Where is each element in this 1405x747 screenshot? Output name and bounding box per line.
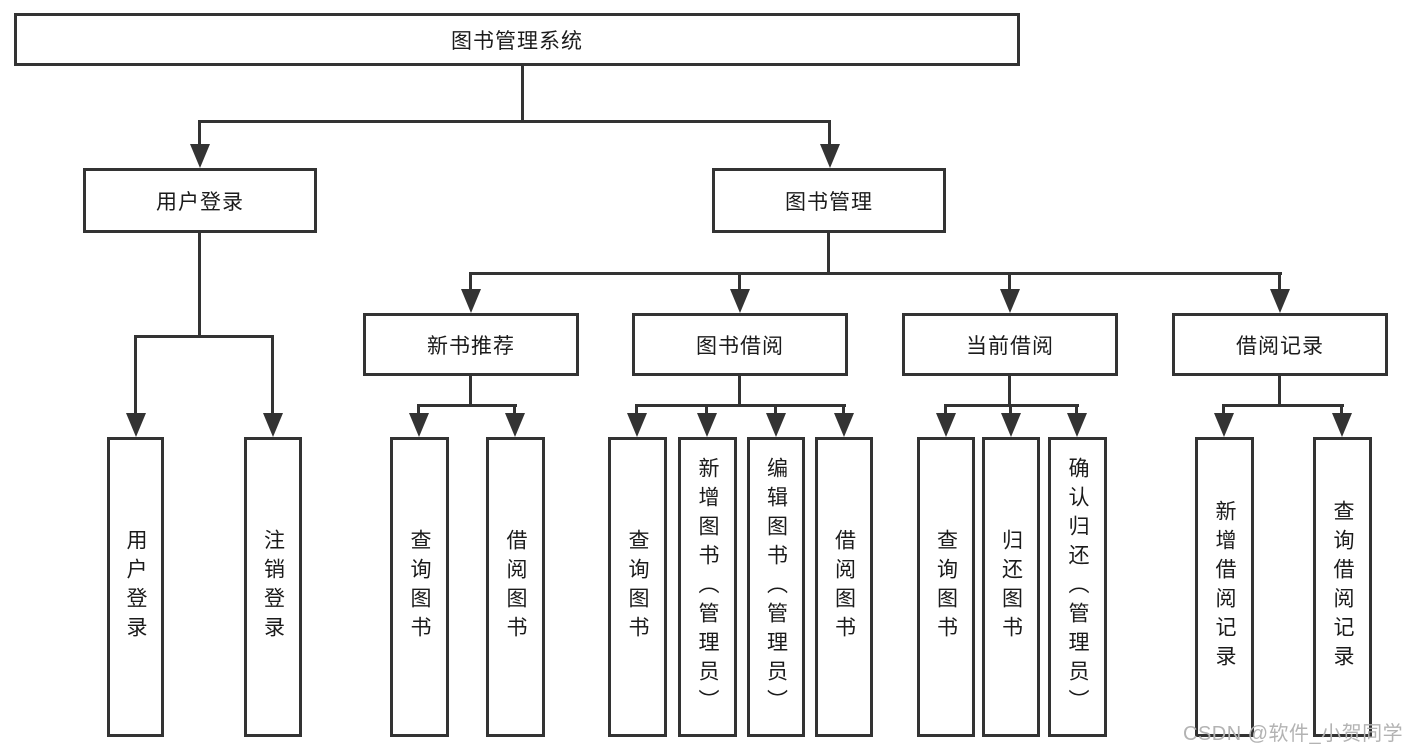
connector-line [774, 404, 777, 418]
node-new-book-recommend: 新书推荐 [363, 313, 579, 376]
leaf-label: 归还图书 [999, 529, 1023, 645]
arrow-down-icon [1001, 413, 1021, 437]
arrow-down-icon [409, 413, 429, 437]
node-label: 图书管理 [785, 190, 873, 214]
leaf-label: 查询图书 [408, 529, 431, 645]
arrow-down-icon [1270, 289, 1290, 313]
leaf-query-books-current: 查询图书 [917, 437, 975, 737]
leaf-borrow-books: 借阅图书 [815, 437, 873, 737]
arrow-down-icon [505, 413, 525, 437]
connector-line [1222, 404, 1344, 407]
arrow-down-icon [766, 413, 786, 437]
arrow-down-icon [820, 144, 840, 168]
leaf-add-borrow-record: 新增借阅记录 [1195, 437, 1254, 737]
node-root-library-system: 图书管理系统 [14, 13, 1020, 66]
connector-line [134, 335, 274, 338]
leaf-confirm-return-admin: 确认归还（管理员） [1048, 437, 1107, 737]
arrow-down-icon [1067, 413, 1087, 437]
arrow-down-icon [834, 413, 854, 437]
connector-line [1008, 376, 1011, 406]
connector-line [469, 272, 1282, 275]
leaf-label: 借阅图书 [504, 529, 527, 645]
leaf-label: 确认归还（管理员） [1066, 456, 1089, 718]
connector-line [738, 376, 741, 406]
leaf-label: 借阅图书 [832, 529, 856, 645]
connector-line [417, 404, 517, 407]
node-label: 用户登录 [156, 190, 244, 214]
arrow-down-icon [936, 413, 956, 437]
node-label: 图书借阅 [696, 334, 784, 358]
node-label: 当前借阅 [966, 334, 1054, 358]
connector-line [827, 233, 830, 273]
connector-line [1278, 376, 1281, 406]
connector-line [513, 404, 516, 418]
leaf-label: 查询图书 [626, 529, 649, 645]
connector-line [738, 272, 741, 292]
connector-line [521, 66, 524, 122]
connector-line [1075, 404, 1078, 418]
leaf-user-login: 用户登录 [107, 437, 164, 737]
node-label: 借阅记录 [1236, 334, 1324, 358]
connector-line [469, 376, 472, 406]
arrow-down-icon [1000, 289, 1020, 313]
connector-line [198, 120, 831, 123]
arrow-down-icon [461, 289, 481, 313]
arrow-down-icon [1332, 413, 1352, 437]
arrow-down-icon [263, 413, 283, 437]
arrow-down-icon [126, 413, 146, 437]
node-user-login: 用户登录 [83, 168, 317, 233]
connector-line [1222, 404, 1225, 418]
leaf-add-books-admin: 新增图书（管理员） [678, 437, 737, 737]
arrow-down-icon [730, 289, 750, 313]
leaf-label: 编辑图书（管理员） [764, 456, 788, 718]
leaf-label: 注销登录 [261, 529, 285, 645]
connector-line [271, 335, 274, 415]
leaf-edit-books-admin: 编辑图书（管理员） [747, 437, 805, 737]
node-borrowing-records: 借阅记录 [1172, 313, 1388, 376]
connector-line [1340, 404, 1343, 418]
connector-line [469, 272, 472, 292]
connector-line [944, 404, 947, 418]
connector-line [635, 404, 638, 418]
node-label: 图书管理系统 [451, 29, 583, 53]
leaf-logout: 注销登录 [244, 437, 302, 737]
leaf-label: 查询借阅记录 [1331, 500, 1354, 674]
connector-line [1008, 272, 1011, 292]
arrow-down-icon [190, 144, 210, 168]
leaf-query-books-borrowing: 查询图书 [608, 437, 667, 737]
leaf-label: 用户登录 [124, 529, 147, 645]
connector-line [1278, 272, 1281, 292]
arrow-down-icon [1214, 413, 1234, 437]
leaf-query-books-recommend: 查询图书 [390, 437, 449, 737]
node-book-management: 图书管理 [712, 168, 946, 233]
leaf-borrow-books-recommend: 借阅图书 [486, 437, 545, 737]
node-label: 新书推荐 [427, 334, 515, 358]
connector-line [417, 404, 420, 418]
connector-line [198, 120, 201, 148]
node-book-borrowing: 图书借阅 [632, 313, 848, 376]
csdn-watermark: CSDN @软件_小贺同学 [1183, 723, 1404, 745]
arrow-down-icon [697, 413, 717, 437]
leaf-return-books: 归还图书 [982, 437, 1040, 737]
connector-line [705, 404, 708, 418]
connector-line [1009, 404, 1012, 418]
node-current-borrowing: 当前借阅 [902, 313, 1118, 376]
leaf-query-borrow-record: 查询借阅记录 [1313, 437, 1372, 737]
connector-line [842, 404, 845, 418]
connector-line [134, 335, 137, 415]
leaf-label: 查询图书 [934, 529, 958, 645]
connector-line [198, 233, 201, 335]
connector-line [828, 120, 831, 148]
leaf-label: 新增图书（管理员） [696, 456, 719, 718]
leaf-label: 新增借阅记录 [1213, 500, 1236, 674]
arrow-down-icon [627, 413, 647, 437]
connector-line [635, 404, 846, 407]
